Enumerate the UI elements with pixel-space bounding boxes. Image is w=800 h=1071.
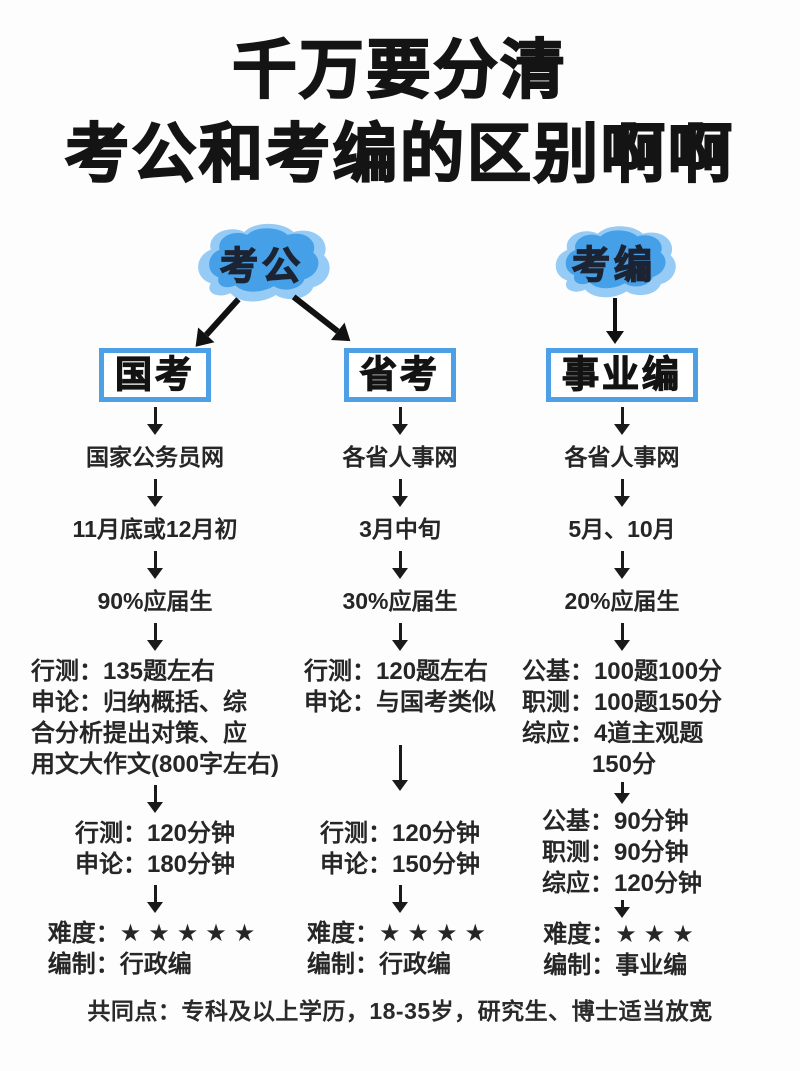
down-arrow-icon — [392, 479, 408, 507]
shengkao-fresh-grad-ratio: 30%应届生 — [342, 588, 458, 614]
page-title: 千万要分清 考公和考编的区别啊啊 — [0, 28, 800, 196]
cloud-kaobian-label: 考编 — [571, 244, 656, 288]
shiyebian-duration: 公基：90分钟 职测：90分钟 综应：120分钟 — [541, 808, 703, 897]
down-arrow-icon — [147, 479, 163, 507]
cloud-kaobian: 考编 — [551, 224, 677, 302]
down-arrow-icon — [614, 479, 630, 507]
shengkao-site: 各省人事网 — [342, 444, 458, 470]
shiyebian-summary: 难度：★★★ 编制：事业编 — [543, 919, 701, 981]
shiyebian-fresh-grad-ratio: 20%应届生 — [564, 588, 680, 614]
shengkao-establishment: 编制：行政编 — [306, 951, 451, 978]
difficulty-stars: ★★★★ — [378, 920, 494, 947]
down-arrow-icon — [147, 551, 163, 579]
shiyebian-difficulty: 难度：★★★ — [543, 921, 701, 948]
shengkao-header-box: 省考 — [344, 348, 456, 402]
down-arrow-icon — [614, 900, 630, 918]
shiyebian-exam-content: 公基：100题100分 职测：100题150分 综应：4道主观题 150分 — [521, 658, 723, 778]
arrow-kaobian-to-shiyebian-icon — [606, 298, 624, 344]
down-arrow-icon — [392, 745, 408, 791]
down-arrow-icon — [614, 407, 630, 435]
down-arrow-icon — [614, 551, 630, 579]
guokao-fresh-grad-ratio: 90%应届生 — [97, 588, 213, 614]
guokao-exam-content: 行测：135题左右 申论：归纳概括、综 合分析提出对策、应 用文大作文(800字… — [30, 658, 280, 778]
cloud-kaogong-label: 考公 — [219, 245, 304, 289]
shiyebian-establishment: 编制：事业编 — [543, 952, 688, 979]
title-line-1: 千万要分清 — [232, 33, 568, 107]
difficulty-stars: ★★★★★ — [119, 920, 263, 947]
cloud-kaogong: 考公 — [193, 220, 331, 308]
guokao-duration: 行测：120分钟 申论：180分钟 — [74, 820, 236, 878]
guokao-summary: 难度：★★★★★ 编制：行政编 — [48, 918, 263, 980]
down-arrow-icon — [392, 551, 408, 579]
guokao-establishment: 编制：行政编 — [47, 951, 192, 978]
down-arrow-icon — [392, 623, 408, 651]
down-arrow-icon — [147, 785, 163, 813]
common-points-note: 共同点：专科及以上学历，18-35岁，研究生、博士适当放宽 — [87, 998, 713, 1024]
guokao-time: 11月底或12月初 — [72, 516, 238, 542]
shiyebian-site: 各省人事网 — [564, 444, 680, 470]
shiyebian-header-box: 事业编 — [546, 348, 698, 402]
guokao-difficulty: 难度：★★★★★ — [47, 920, 263, 947]
guokao-site: 国家公务员网 — [86, 444, 224, 470]
down-arrow-icon — [392, 407, 408, 435]
guokao-header-box: 国考 — [99, 348, 211, 402]
column-shengkao: 省考 各省人事网 3月中旬 30%应届生 行测：120题左右 申论：与国考类似 … — [285, 348, 515, 980]
shengkao-exam-content: 行测：120题左右 申论：与国考类似 — [304, 658, 496, 716]
shengkao-duration: 行测：120分钟 申论：150分钟 — [319, 820, 481, 878]
shengkao-summary: 难度：★★★★ 编制：行政编 — [307, 918, 493, 980]
cloud-shape-icon — [198, 223, 330, 302]
column-guokao: 国考 国家公务员网 11月底或12月初 90%应届生 行测：135题左右 申论：… — [20, 348, 290, 980]
down-arrow-icon — [147, 623, 163, 651]
down-arrow-icon — [147, 407, 163, 435]
column-shiyebian: 事业编 各省人事网 5月、10月 20%应届生 公基：100题100分 职测：1… — [497, 348, 747, 981]
shiyebian-time: 5月、10月 — [568, 516, 676, 542]
difficulty-stars: ★★★ — [615, 921, 701, 948]
down-arrow-icon — [147, 885, 163, 913]
down-arrow-icon — [614, 782, 630, 804]
shengkao-difficulty: 难度：★★★★ — [306, 920, 494, 947]
title-line-2: 考公和考编的区别啊啊 — [64, 117, 735, 191]
down-arrow-icon — [392, 885, 408, 913]
cloud-shape-icon — [555, 226, 676, 298]
down-arrow-icon — [614, 623, 630, 651]
shengkao-time: 3月中旬 — [359, 516, 441, 542]
